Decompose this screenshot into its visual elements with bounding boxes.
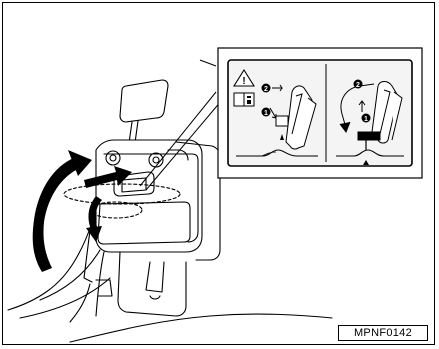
fold-arrow-icon: [33, 150, 92, 272]
owners-manual-icon: [234, 93, 254, 106]
svg-text:2: 2: [356, 82, 360, 89]
svg-text:1: 1: [364, 116, 368, 123]
svg-text:2: 2: [264, 86, 268, 93]
figure-code-label: MPNF0142: [338, 325, 428, 341]
warning-glyph: !: [242, 76, 245, 87]
svg-text:1: 1: [264, 110, 268, 117]
